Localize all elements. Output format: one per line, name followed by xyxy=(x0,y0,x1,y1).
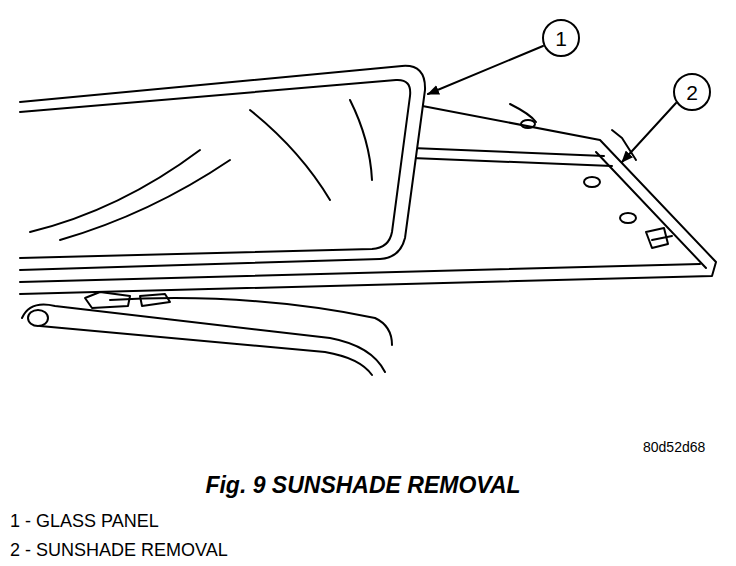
roof-opening xyxy=(22,292,392,375)
callout-number: 2 xyxy=(686,82,698,103)
callout-circle: 2 xyxy=(673,73,711,111)
figure-code: 80d52d68 xyxy=(643,439,705,455)
leader-lines xyxy=(428,46,676,162)
legend-entry: 2 - SUNSHADE REMOVAL xyxy=(10,540,228,561)
callout-number: 1 xyxy=(555,28,567,49)
figure-caption: Fig. 9 SUNSHADE REMOVAL xyxy=(205,472,520,499)
legend-entry: 1 - GLASS PANEL xyxy=(10,511,159,532)
glass-panel xyxy=(20,66,425,270)
callout-circle: 1 xyxy=(542,19,580,57)
